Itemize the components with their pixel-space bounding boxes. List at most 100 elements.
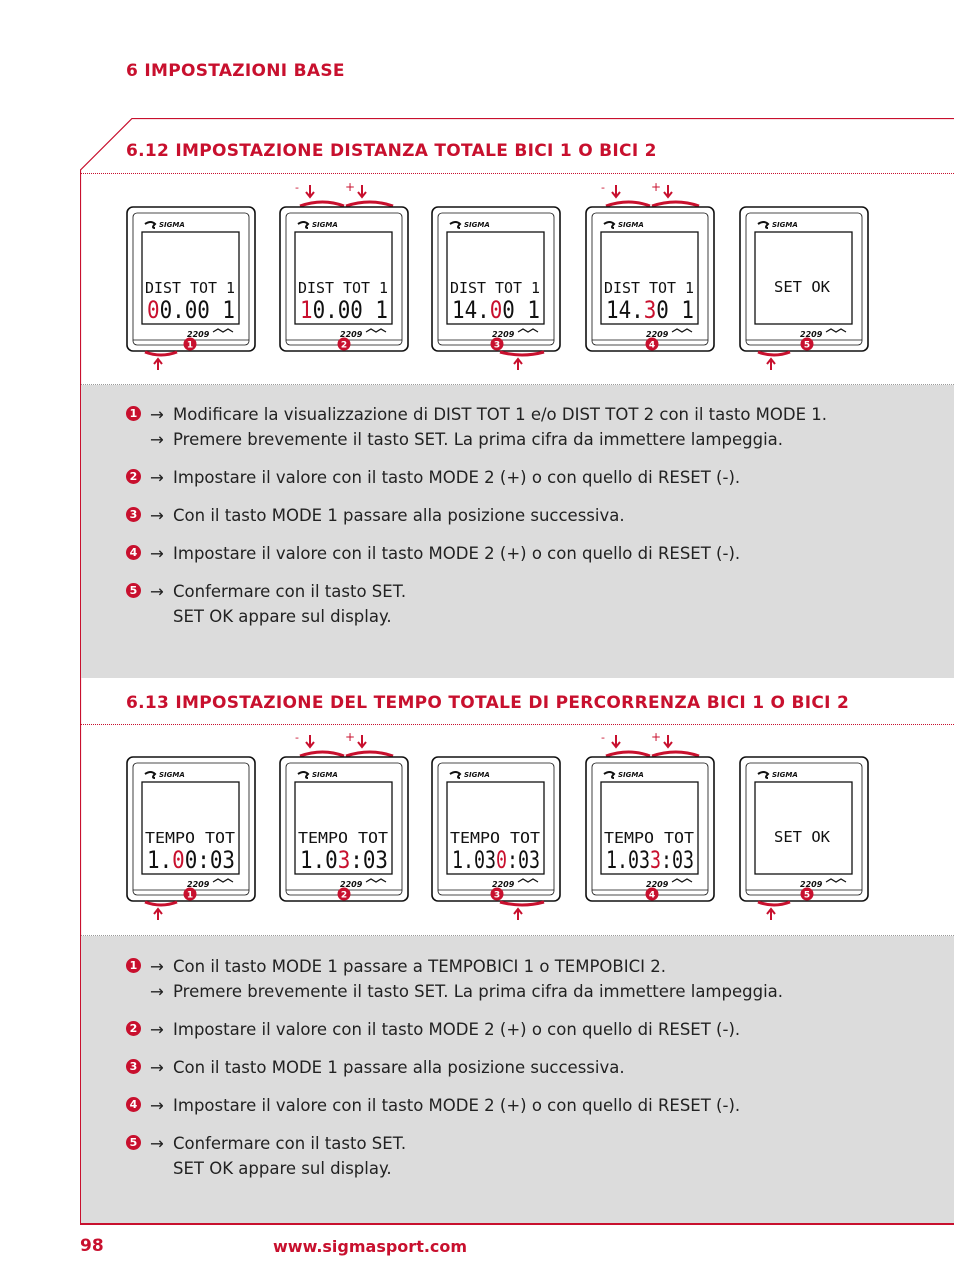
lcd-screen <box>294 781 393 875</box>
arrow-up-icon <box>513 907 523 920</box>
lcd-digits: :03 <box>350 846 388 874</box>
arrow-up-icon <box>766 907 776 920</box>
step-text: Premere brevemente il tasto SET. La prim… <box>173 430 784 449</box>
lcd-digits: :03 <box>661 846 694 874</box>
reset-button <box>605 750 651 758</box>
minus-label: - <box>295 731 299 744</box>
arrow-down-icon <box>663 185 673 199</box>
lcd-line-1: DIST TOT 1 <box>450 279 540 297</box>
lcd-digits: :03 <box>507 846 540 874</box>
lcd-screen <box>446 231 545 325</box>
mode1-button <box>499 350 545 357</box>
lcd-line-1: SET OK <box>774 828 830 846</box>
minus-label: - <box>295 181 299 194</box>
step-text: Con il tasto MODE 1 passare alla posizio… <box>173 1058 625 1077</box>
bike-symbol-icon <box>825 328 847 333</box>
step-number-badge <box>645 337 659 351</box>
lcd-digit-highlight: 0 <box>490 296 503 324</box>
arrow-right-icon: → <box>150 468 164 487</box>
step-number-badge: 2 <box>126 469 141 484</box>
step-number-badge <box>337 887 351 901</box>
arrow-up-icon <box>153 357 163 370</box>
step-text: Impostare il valore con il tasto MODE 2 … <box>173 544 741 563</box>
step-number: 1 <box>187 341 193 351</box>
model-label: 2209 <box>800 330 823 339</box>
step-number-badge <box>490 337 504 351</box>
lcd-digits: 1.03 <box>452 846 496 874</box>
step-number-badge <box>645 887 659 901</box>
lcd-digit-highlight: 3 <box>644 296 657 324</box>
instructions-box-time <box>81 936 954 1223</box>
plus-label: + <box>651 180 661 194</box>
sigma-logo-icon <box>757 771 770 779</box>
lcd-screen <box>141 231 240 325</box>
step-text: Impostare il valore con il tasto MODE 2 … <box>173 1020 741 1039</box>
arrow-right-icon: → <box>150 544 164 563</box>
model-label: 2209 <box>492 330 515 339</box>
step-text: Impostare il valore con il tasto MODE 2 … <box>173 468 741 487</box>
mode2-button <box>345 200 394 208</box>
step-text: Modificare la visualizzazione di DIST TO… <box>173 405 827 424</box>
reset-button <box>605 200 651 208</box>
lcd-digit-highlight: 0 <box>172 846 185 874</box>
model-label: 2209 <box>492 880 515 889</box>
bike-symbol-icon <box>671 878 693 883</box>
model-label: 2209 <box>340 880 363 889</box>
bike-symbol-icon <box>517 328 539 333</box>
bike-symbol-icon <box>365 878 387 883</box>
step-number-badge: 5 <box>126 583 141 598</box>
step-number-badge <box>800 887 814 901</box>
lcd-line-2: 10.00 1 <box>300 296 388 324</box>
arrow-right-icon: → <box>150 957 164 976</box>
set-button <box>757 900 791 907</box>
arrow-right-icon: → <box>150 506 164 525</box>
step-number: 2 <box>341 891 347 901</box>
lcd-line-2: 1.033:03 <box>606 846 694 874</box>
footer-url[interactable]: www.sigmasport.com <box>273 1237 468 1256</box>
step-number: 5 <box>804 341 810 351</box>
lcd-line-2: 00.00 1 <box>147 296 235 324</box>
instruction-step: 4 → Impostare il valore con il tasto MODE … <box>126 541 926 566</box>
model-label: 2209 <box>187 330 210 339</box>
brand-label: SIGMA <box>772 771 798 779</box>
arrow-right-icon: → <box>150 1058 164 1077</box>
mode2-button <box>651 200 700 208</box>
step-number-badge: 5 <box>126 1135 141 1150</box>
arrow-down-icon <box>611 185 621 199</box>
lcd-digit-highlight: 1 <box>300 296 313 324</box>
arrow-down-icon <box>305 735 315 749</box>
set-button <box>757 350 791 357</box>
step-number-badge: 4 <box>126 1097 141 1112</box>
step-number: 5 <box>804 891 810 901</box>
page-number: 98 <box>80 1236 104 1256</box>
arrow-down-icon <box>305 185 315 199</box>
step-text: Confermare con il tasto SET. <box>173 582 407 601</box>
divider <box>81 935 954 936</box>
brand-label: SIGMA <box>618 221 644 229</box>
step-number-badge: 4 <box>126 545 141 560</box>
lcd-digits: 0 1 <box>502 296 540 324</box>
instruction-step: 5→Confermare con il tasto SET.SET OK app… <box>126 1131 926 1181</box>
reset-button <box>299 200 345 208</box>
arrow-up-icon <box>766 357 776 370</box>
step-text: Con il tasto MODE 1 passare alla posizio… <box>173 506 625 525</box>
lcd-line-1: TEMPO TOT <box>450 829 540 847</box>
minus-label: - <box>601 181 605 194</box>
step-number-badge: 3 <box>126 1059 141 1074</box>
step-number: 2 <box>341 341 347 351</box>
set-button <box>144 900 178 907</box>
step-number-badge: 1 <box>126 406 141 421</box>
arrow-right-icon: → <box>150 1134 164 1153</box>
lcd-digits: 0 1 <box>656 296 694 324</box>
